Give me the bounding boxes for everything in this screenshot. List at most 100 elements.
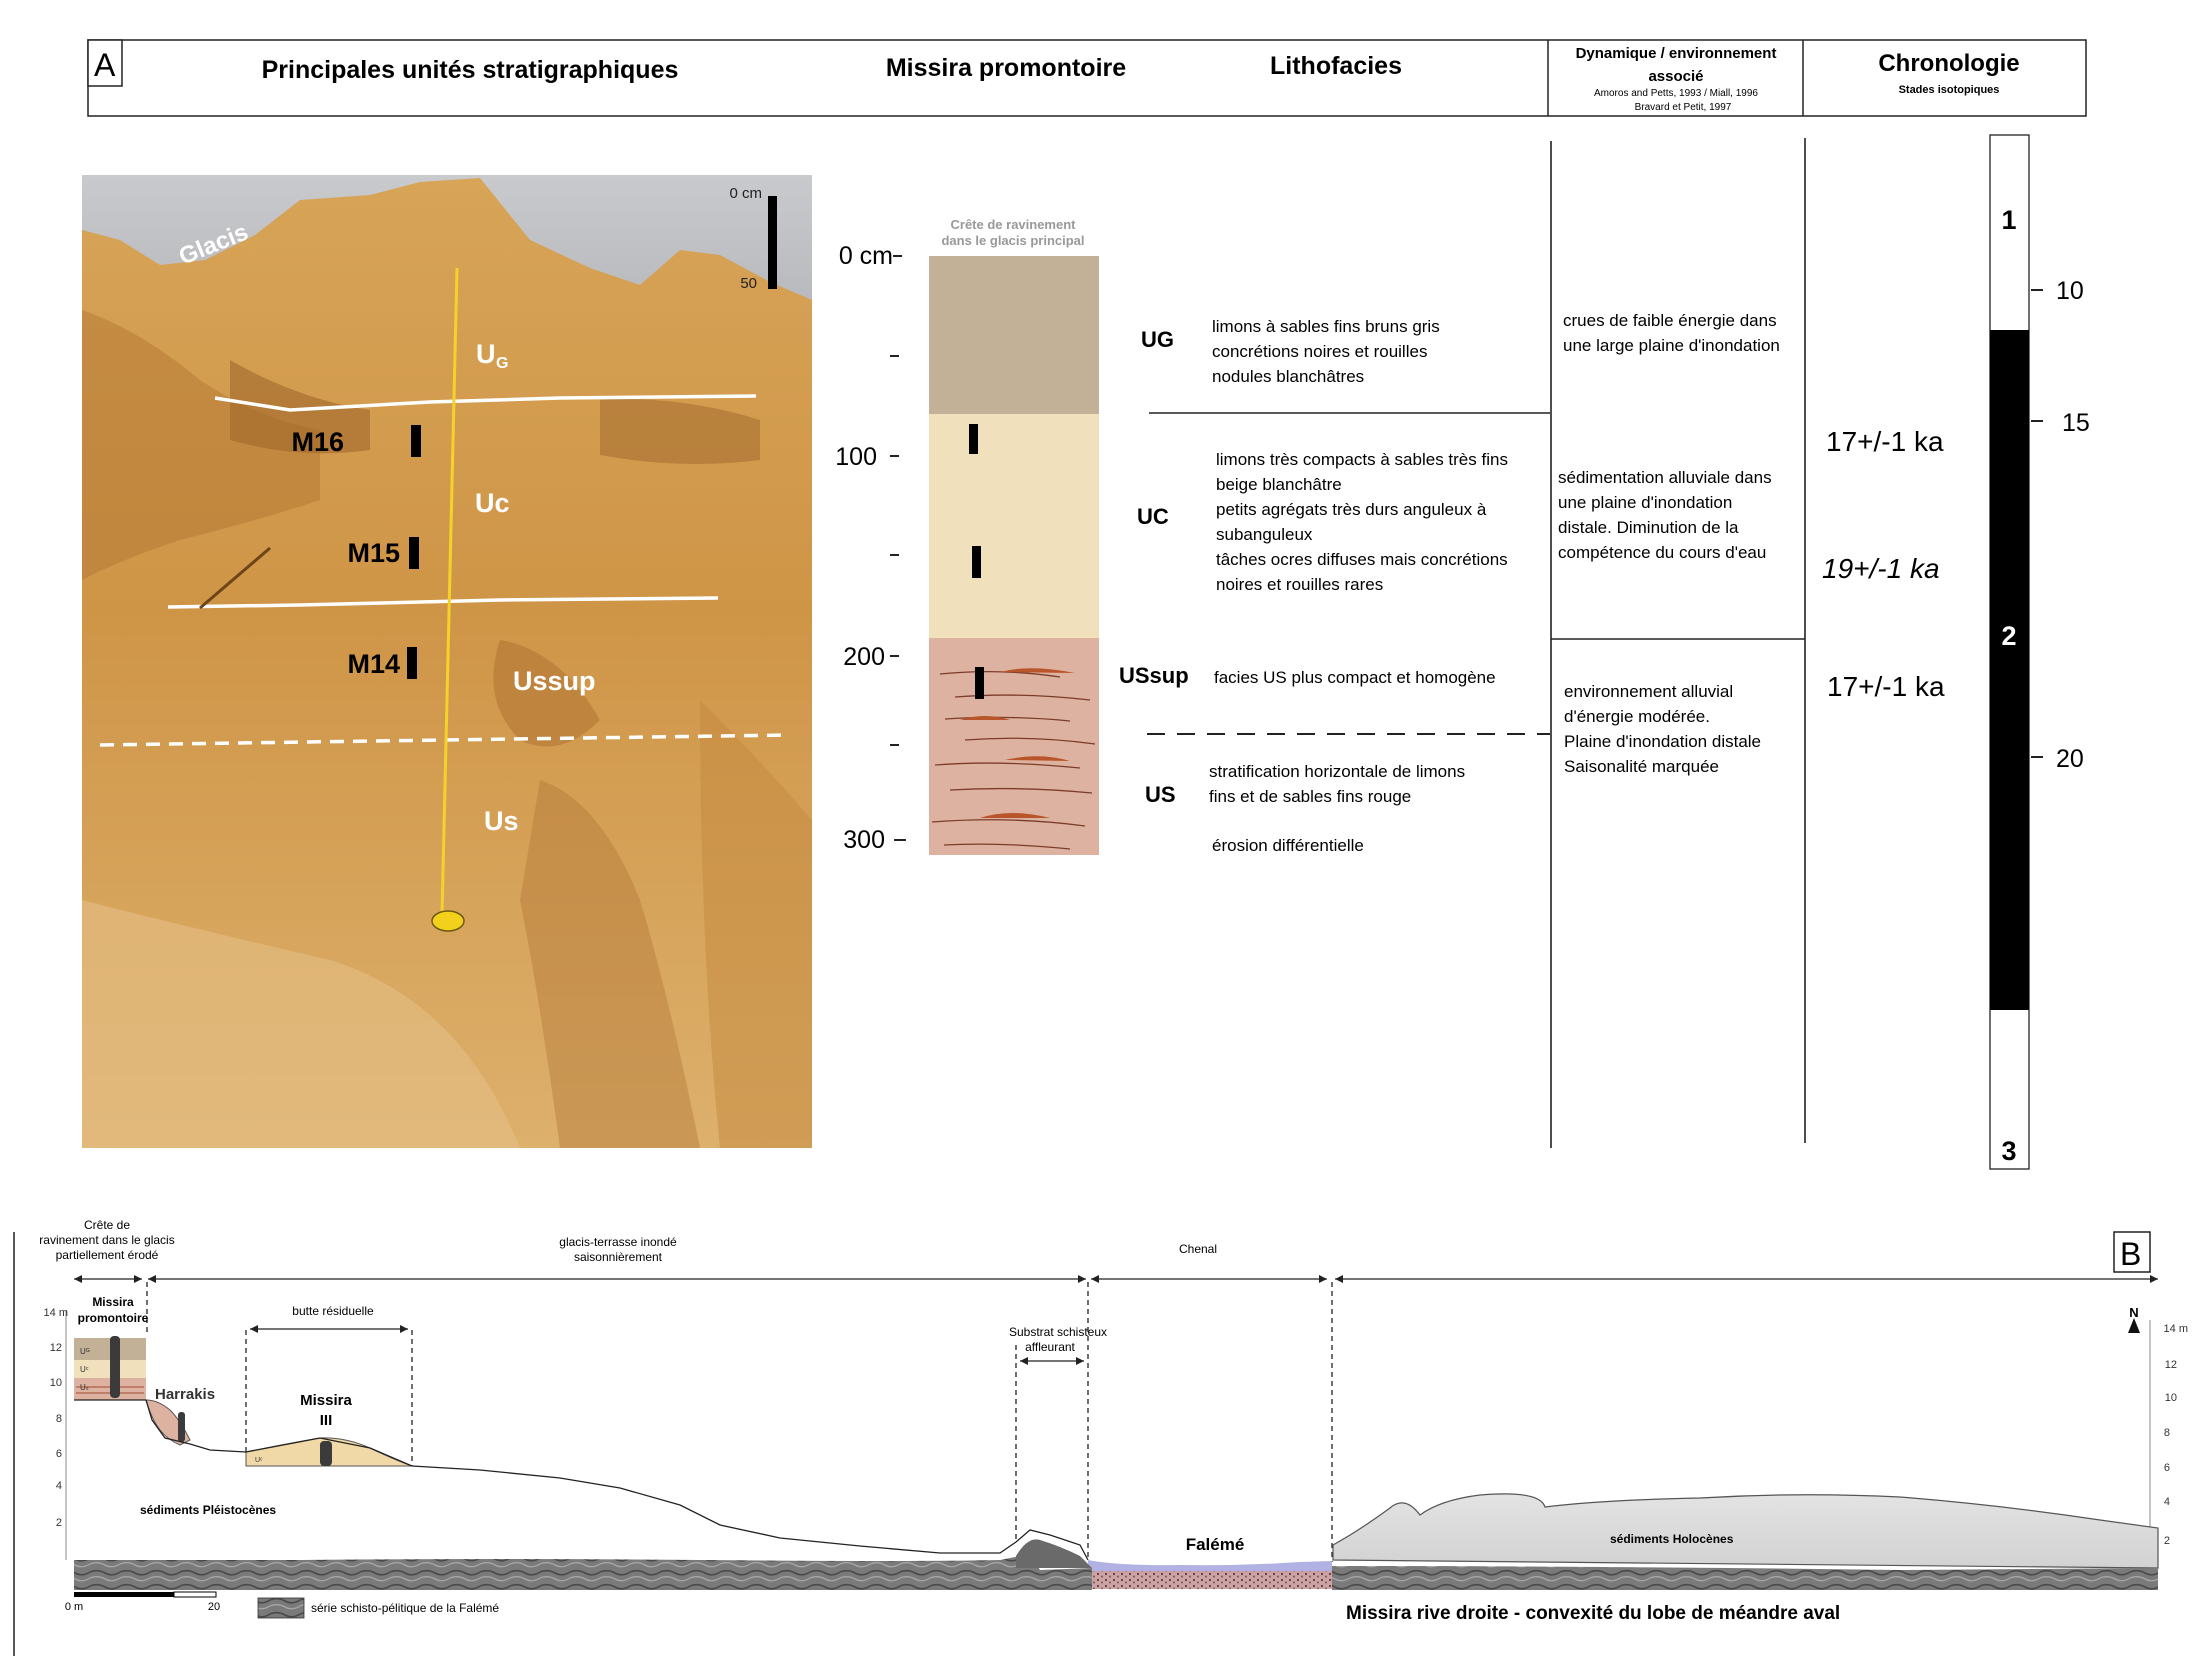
label-faleme: Falémé xyxy=(1186,1535,1245,1554)
legend-swatch-schist xyxy=(257,1597,305,1619)
left-axis-4: 4 xyxy=(56,1480,62,1492)
right-axis-2: 2 xyxy=(2164,1535,2170,1547)
dynamics-us-line-1: environnement alluvial xyxy=(1564,682,1733,701)
unit-code-us: US xyxy=(1145,782,1176,807)
unit-ug-line-3: nodules blanchâtres xyxy=(1212,367,1364,386)
north-label: N xyxy=(2129,1305,2138,1320)
section-photo: 0 cm 50 Glacis U G Uc Ussup Us M16 M15 M… xyxy=(82,175,812,1148)
header-dynamics-ref-2: Bravard et Petit, 1997 xyxy=(1635,102,1732,113)
unit-us-line-1: stratification horizontale de limons xyxy=(1209,762,1465,781)
photo-lower-light xyxy=(82,900,520,1148)
topographic-profile xyxy=(74,1399,1089,1561)
stage-tick-label-10: 10 xyxy=(2056,277,2084,305)
age-m15: 19+/-1 ka xyxy=(1822,553,1940,584)
unit-uc-line-4: subanguleux xyxy=(1216,525,1313,544)
header-chronology: Chronologie xyxy=(1878,50,2019,77)
photo-boundary-ug-uc xyxy=(214,394,757,412)
left-axis-2: 2 xyxy=(56,1517,62,1529)
dynamics-us-line-4: Saisonalité marquée xyxy=(1564,757,1719,776)
photo-right-slope xyxy=(700,700,812,1148)
zone-crest-line-3: partiellement érodé xyxy=(56,1248,159,1262)
zone-channel: Chenal xyxy=(1179,1242,1217,1256)
header-lithofacies: Lithofacies xyxy=(1270,52,1402,80)
sample-label-m14: M14 xyxy=(347,649,400,679)
panel-b: B Crête de ravinement dans le glacis par… xyxy=(13,1218,2188,1656)
unit-ussup-line-1: facies US plus compact et homogène xyxy=(1214,668,1496,687)
zone-substrate-arrowheads xyxy=(1020,1357,1084,1365)
right-axis-14: 14 m xyxy=(2164,1323,2188,1335)
photo-overhang-right xyxy=(600,399,760,464)
right-axis-12: 12 xyxy=(2165,1359,2177,1371)
mini-label-ug: Uᴳ xyxy=(80,1347,90,1356)
scale-bar-black xyxy=(74,1592,174,1597)
zone-glacis-line-2: saisonnièrement xyxy=(574,1250,663,1264)
schist-outcrop xyxy=(1016,1539,1092,1568)
zone-crest-line-2: ravinement dans le glacis xyxy=(39,1233,174,1247)
lithofacies-column: UG limons à sables fins bruns gris concr… xyxy=(1119,317,1550,855)
channel-water xyxy=(1088,1560,1332,1572)
photo-label-us: Us xyxy=(484,806,519,836)
strat-column: Crête de ravinement dans le glacis princ… xyxy=(835,217,1099,855)
column-laminations xyxy=(931,670,1096,850)
sample-marker-m16 xyxy=(411,425,421,457)
unit-us-line-3: érosion différentielle xyxy=(1212,836,1364,855)
photo-scale-bar xyxy=(768,196,777,289)
sample-marker-m15 xyxy=(409,537,419,569)
photo-tape-measure xyxy=(440,267,459,916)
photo-shadow-left xyxy=(82,310,320,580)
chronology-column: 17+/-1 ka 19+/-1 ka 17+/-1 ka 1 2 3 10 1… xyxy=(1822,134,2090,1170)
harrakis-core xyxy=(178,1412,185,1442)
unit-uc-line-2: beige blanchâtre xyxy=(1216,475,1342,494)
unit-ug-line-2: concrétions noires et rouilles xyxy=(1212,342,1427,361)
scale-label-20: 20 xyxy=(208,1601,220,1613)
left-axis-12: 12 xyxy=(50,1342,62,1354)
panel-b-letter-box xyxy=(2113,1231,2151,1273)
label-missira-promontoire-1: Missira xyxy=(92,1295,134,1309)
stage-tick-label-15: 15 xyxy=(2062,409,2090,437)
column-unit-ug xyxy=(929,256,1099,414)
sample-label-m16: M16 xyxy=(291,427,344,457)
dynamics-ug-line-2: une large plaine d'inondation xyxy=(1563,336,1780,355)
photo-scale-bottom: 50 xyxy=(740,275,757,292)
zone-crest-line-1: Crête de xyxy=(84,1218,130,1232)
photo-tape-reel xyxy=(431,910,465,932)
label-missira-promontoire-2: promontoire xyxy=(78,1311,149,1325)
header-site: Missira promontoire xyxy=(886,54,1126,82)
label-missira-iii-2: III xyxy=(320,1412,333,1429)
photo-sky xyxy=(82,175,812,300)
depth-label-300: 300 xyxy=(843,826,885,854)
panel-b-letter: B xyxy=(2120,1236,2141,1272)
header-dynamics-ref-1: Amoros and Petts, 1993 / Miall, 1996 xyxy=(1594,88,1758,99)
zone-butte: butte résiduelle xyxy=(292,1304,374,1318)
zone-crest-arrowheads xyxy=(74,1275,142,1283)
dynamics-column: crues de faible énergie dans une large p… xyxy=(1550,138,1806,1148)
channel-bed xyxy=(1092,1571,1332,1589)
missira-iii-core xyxy=(320,1441,332,1466)
unit-ug-line-1: limons à sables fins bruns gris xyxy=(1212,317,1440,336)
photo-overhang-ug xyxy=(230,360,370,454)
scale-bar-white xyxy=(173,1591,217,1598)
header-chronology-sub: Stades isotopiques xyxy=(1899,84,2000,96)
sample-marker-m14 xyxy=(407,647,417,679)
north-arrow xyxy=(2128,1318,2140,1333)
zone-substrate-line-1: Substrat schisteux xyxy=(1009,1325,1107,1339)
photo-scale-top: 0 cm xyxy=(729,185,762,202)
age-m14: 17+/-1 ka xyxy=(1827,671,1945,702)
isotope-stage-1: 1 xyxy=(2001,205,2016,235)
zone-substrate-line-2: affleurant xyxy=(1025,1340,1075,1354)
depth-label-100: 100 xyxy=(835,443,877,471)
unit-code-ug: UG xyxy=(1141,327,1174,352)
dynamics-us-line-2: d'énergie modérée. xyxy=(1564,707,1710,726)
photo-label-ug: U xyxy=(476,339,496,369)
dynamics-us-line-3: Plaine d'inondation distale xyxy=(1564,732,1761,751)
left-axis-6: 6 xyxy=(56,1448,62,1460)
dynamics-uc-line-3: distale. Diminution de la xyxy=(1558,518,1739,537)
photo-gully xyxy=(520,780,700,1148)
mini-label-missira-iii: Uᶜ xyxy=(255,1457,263,1464)
panel-a-letter: A xyxy=(94,47,116,83)
column-unit-uc xyxy=(929,414,1099,638)
unit-uc-line-3: petits agrégats très durs anguleux à xyxy=(1216,500,1487,519)
unit-uc-line-6: noires et rouilles rares xyxy=(1216,575,1383,594)
photo-boundary-uc-ussup xyxy=(167,596,719,609)
